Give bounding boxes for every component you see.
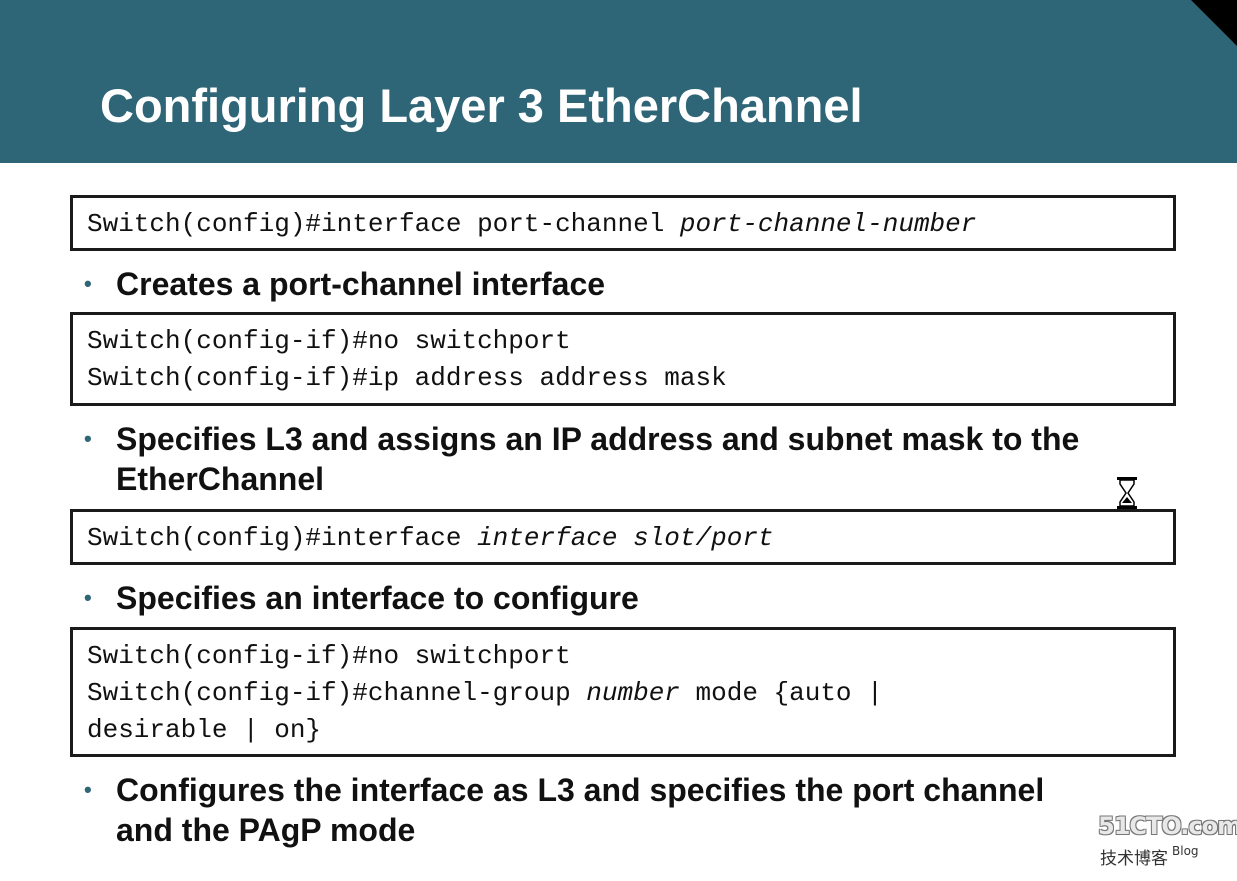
command-line: Switch(config)#interface port-channel po…: [87, 209, 977, 239]
command-line: Switch(config-if)#ip address address mas…: [87, 363, 727, 393]
bullet-item: • Creates a port-channel interface: [84, 266, 606, 302]
command-box-port-channel: Switch(config)#interface port-channel po…: [70, 195, 1176, 251]
command-box-channel-group: Switch(config-if)#no switchport Switch(c…: [70, 627, 1176, 757]
header-corner-decoration: [1191, 0, 1237, 46]
bullet-item: • Configures the interface as L3 and spe…: [84, 772, 1045, 848]
bullet-dot-icon: •: [84, 585, 92, 610]
hourglass-icon: [1117, 477, 1137, 509]
bullet-dot-icon: •: [84, 426, 92, 451]
bullet-dot-icon: •: [84, 777, 92, 802]
command-line: Switch(config)#interface interface slot/…: [87, 523, 774, 553]
bullet-item: • Specifies an interface to configure: [84, 580, 639, 616]
slide-title: Configuring Layer 3 EtherChannel: [100, 79, 863, 132]
bullet-dot-icon: •: [84, 271, 92, 296]
command-line: Switch(config-if)#channel-group number m…: [87, 678, 883, 708]
watermark-brand: 51CTO.com: [1098, 812, 1237, 840]
command-box-interface: Switch(config)#interface interface slot/…: [70, 509, 1176, 565]
bullet-item: • Specifies L3 and assigns an IP address…: [84, 421, 1080, 497]
command-line: Switch(config-if)#no switchport: [87, 326, 571, 356]
command-box-ip-address: Switch(config-if)#no switchport Switch(c…: [70, 312, 1176, 406]
slide-header: Configuring Layer 3 EtherChannel: [0, 0, 1237, 163]
command-line: desirable | on}: [87, 715, 322, 745]
command-line: Switch(config-if)#no switchport: [87, 641, 571, 671]
